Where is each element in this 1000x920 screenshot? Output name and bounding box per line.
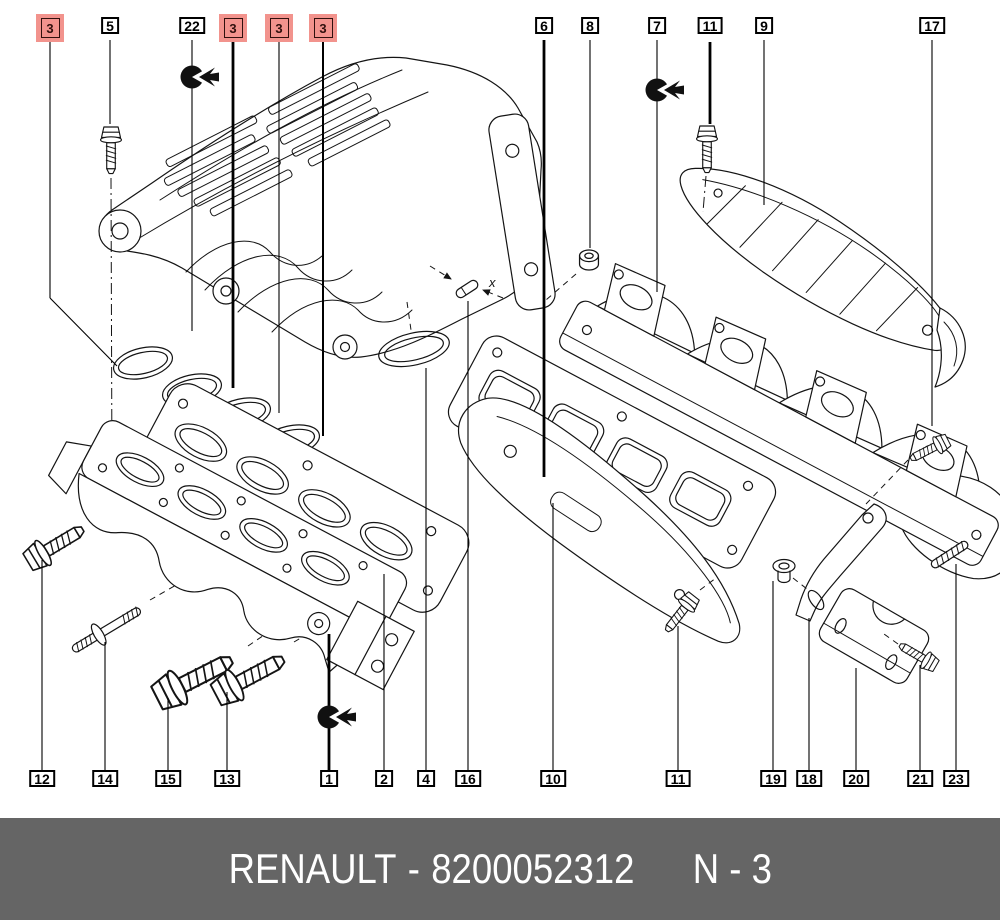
part-number: 8200052312 bbox=[430, 845, 635, 892]
plenum-louvers bbox=[163, 63, 391, 217]
shield-end-flap bbox=[934, 307, 966, 388]
separator-text: - bbox=[407, 845, 420, 892]
bolt-11-axis bbox=[702, 175, 707, 213]
callout-box-23[interactable]: 23 bbox=[943, 770, 969, 787]
bolt-11-lower-axis bbox=[699, 577, 717, 591]
callout-box-2[interactable]: 2 bbox=[375, 770, 393, 787]
callout-box-4[interactable]: 4 bbox=[417, 770, 435, 787]
callout-box-17[interactable]: 17 bbox=[919, 17, 945, 34]
callout-label: 3 bbox=[40, 18, 60, 38]
callout-box-8[interactable]: 8 bbox=[581, 17, 599, 34]
leader-3a-diag bbox=[49, 297, 118, 367]
callout-box-12[interactable]: 12 bbox=[29, 770, 55, 787]
callout-box-20[interactable]: 20 bbox=[843, 770, 869, 787]
diagram-canvas: x bbox=[19, 40, 1000, 770]
callout-box-1[interactable]: 1 bbox=[320, 770, 338, 787]
intake-gasket-2 bbox=[140, 383, 470, 613]
seal-ring-3a bbox=[112, 346, 174, 380]
callout-box-22[interactable]: 22 bbox=[179, 17, 205, 34]
callout-label: 14 bbox=[97, 771, 113, 787]
stud-14 bbox=[66, 598, 147, 661]
bolt-21-axis bbox=[883, 633, 899, 645]
locating-pin-16 bbox=[455, 279, 479, 299]
callout-box-19[interactable]: 19 bbox=[760, 770, 786, 787]
callout-label: 19 bbox=[765, 771, 781, 787]
stud-23 bbox=[930, 540, 969, 569]
callout-box-11t[interactable]: 11 bbox=[697, 17, 723, 34]
callout-box-11b[interactable]: 11 bbox=[665, 770, 691, 787]
oring-4-axis bbox=[406, 301, 412, 331]
callout-box-3b[interactable]: 3 bbox=[219, 14, 247, 42]
intake-manifold-lower-1 bbox=[48, 420, 415, 691]
leader-lines bbox=[41, 40, 957, 770]
callout-box-9[interactable]: 9 bbox=[755, 17, 773, 34]
oring-4 bbox=[378, 330, 450, 368]
callout-box-16[interactable]: 16 bbox=[455, 770, 481, 787]
callout-label: 5 bbox=[106, 18, 114, 34]
callout-label: 4 bbox=[422, 771, 430, 787]
callout-label: 11 bbox=[670, 771, 686, 787]
callout-box-10[interactable]: 10 bbox=[540, 770, 566, 787]
retaining-clip-icon bbox=[180, 65, 219, 89]
callout-box-18[interactable]: 18 bbox=[796, 770, 822, 787]
exhaust-flange-tabs bbox=[603, 263, 968, 498]
bolt-13 bbox=[207, 643, 292, 711]
heat-shield-upper-9 bbox=[679, 167, 954, 351]
callout-label: 6 bbox=[540, 18, 548, 34]
retaining-clip-icon bbox=[645, 78, 684, 102]
bolt-12 bbox=[19, 516, 91, 576]
x-marker: x bbox=[429, 265, 504, 299]
callout-box-21[interactable]: 21 bbox=[907, 770, 933, 787]
exhaust-manifold-7 bbox=[559, 263, 1000, 580]
x-marker-label: x bbox=[488, 275, 496, 290]
nut-19-axis bbox=[792, 577, 808, 590]
plenum-end-flange bbox=[488, 113, 556, 311]
callout-box-3a[interactable]: 3 bbox=[36, 14, 64, 42]
callout-label: 2 bbox=[380, 771, 388, 787]
sheet-ref: N - 3 bbox=[692, 845, 772, 892]
callout-box-14[interactable]: 14 bbox=[92, 770, 118, 787]
footer-text: RENAULT - 8200052312 N - 3 bbox=[228, 845, 771, 893]
washer-nut-19 bbox=[772, 558, 796, 584]
callout-label: 8 bbox=[586, 18, 594, 34]
callout-label: 12 bbox=[34, 771, 50, 787]
callout-label: 10 bbox=[545, 771, 561, 787]
callout-label: 21 bbox=[912, 771, 928, 787]
callout-box-3c[interactable]: 3 bbox=[265, 14, 293, 42]
footer-bar: RENAULT - 8200052312 N - 3 bbox=[0, 818, 1000, 920]
callout-label: 13 bbox=[219, 771, 235, 787]
callout-box-5[interactable]: 5 bbox=[101, 17, 119, 34]
bolt-5 bbox=[99, 126, 123, 175]
callout-box-15[interactable]: 15 bbox=[155, 770, 181, 787]
callout-label: 16 bbox=[460, 771, 476, 787]
callout-label: 3 bbox=[269, 18, 289, 38]
brand-text: RENAULT bbox=[228, 845, 397, 892]
clamp-20 bbox=[818, 588, 930, 684]
callout-label: 7 bbox=[653, 18, 661, 34]
callout-box-6[interactable]: 6 bbox=[535, 17, 553, 34]
callout-label: 1 bbox=[325, 771, 333, 787]
intake-manifold-upper bbox=[98, 56, 556, 360]
nut-8 bbox=[578, 249, 600, 271]
callout-box-3d[interactable]: 3 bbox=[309, 14, 337, 42]
callout-label: 23 bbox=[948, 771, 964, 787]
callout-box-7[interactable]: 7 bbox=[648, 17, 666, 34]
callout-label: 15 bbox=[160, 771, 176, 787]
callout-label: 20 bbox=[848, 771, 864, 787]
nut-8-axis bbox=[545, 273, 577, 301]
exploded-view-drawing: x bbox=[19, 40, 1000, 770]
bracket-18 bbox=[795, 503, 887, 622]
callout-label: 9 bbox=[760, 18, 768, 34]
callout-label: 3 bbox=[223, 18, 243, 38]
callout-label: 3 bbox=[313, 18, 333, 38]
callout-label: 22 bbox=[184, 18, 200, 34]
callout-label: 11 bbox=[702, 18, 718, 34]
callout-label: 18 bbox=[801, 771, 817, 787]
callout-label: 17 bbox=[924, 18, 940, 34]
bolt-11-upper bbox=[695, 125, 719, 174]
callout-box-13[interactable]: 13 bbox=[214, 770, 240, 787]
retaining-clip-icon bbox=[317, 705, 356, 729]
